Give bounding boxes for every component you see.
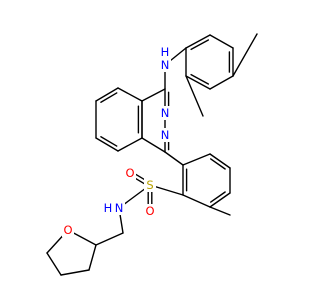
atom-label-nh: N — [161, 58, 170, 72]
atom-background — [144, 178, 156, 192]
atom-label-o2: O — [145, 204, 154, 218]
bond-r3-r4-inner — [210, 191, 226, 203]
bond-r2-r3 — [182, 194, 211, 208]
bond-c1-r1 — [164, 151, 184, 166]
atom-hydrogen-nh2: H — [104, 201, 113, 215]
bonds-layer — [46, 33, 258, 276]
bond-b3-b4-inner — [100, 136, 118, 147]
bond-ch2-t1 — [95, 232, 124, 246]
atom-nh: NH — [159, 45, 171, 72]
atom-n2: N — [159, 128, 171, 142]
atom-background — [159, 106, 171, 120]
atom-background — [124, 166, 136, 180]
bond-r5-r6-inner — [210, 158, 226, 170]
bond-t3-t4 — [46, 252, 62, 276]
atom-background — [160, 45, 170, 59]
atom-o2: O — [144, 204, 156, 218]
atom-label-o1: O — [125, 166, 134, 180]
atom-label-n3: N — [161, 106, 170, 120]
bond-a5-a6 — [185, 75, 211, 90]
bond-a1-a2 — [185, 34, 211, 49]
bond-r5-r6 — [209, 153, 231, 169]
bond-r3-r4 — [209, 192, 231, 208]
bond-b3-b4 — [95, 137, 119, 152]
bond-a2-a3 — [209, 34, 234, 49]
bond-c1-c8a — [141, 137, 166, 153]
atom-o1: O — [124, 166, 136, 180]
atom-o3: O — [62, 223, 74, 237]
atom-label-nh2: N — [115, 201, 124, 215]
atom-label-s: S — [146, 178, 153, 192]
bond-c4a-b1 — [117, 87, 143, 102]
atom-s: S — [144, 178, 156, 192]
bond-b1-b2 — [95, 87, 119, 102]
atom-label-n2: N — [161, 128, 170, 142]
bond-a4-me4 — [232, 33, 258, 77]
atom-background — [144, 204, 156, 218]
bond-b1-b2-inner — [100, 92, 118, 103]
atom-nh2: NH — [103, 201, 125, 215]
bond-a6-me6 — [185, 75, 204, 117]
bond-t1-t2 — [88, 244, 97, 271]
bond-a4-a5 — [209, 75, 234, 90]
atom-hydrogen-nh: H — [161, 45, 170, 59]
atom-label-o3: O — [63, 223, 72, 237]
atom-background — [103, 201, 113, 215]
atom-background — [159, 128, 171, 142]
bond-c4a-c4 — [141, 88, 166, 102]
atom-background — [62, 223, 74, 237]
atom-background — [159, 58, 171, 72]
bond-t2-t3 — [60, 269, 90, 276]
bond-b4-c8a — [117, 137, 143, 152]
bond-a1-a2-inner — [190, 39, 210, 51]
bond-a5-a6-inner — [190, 73, 210, 85]
atom-n3: N — [159, 106, 171, 120]
bond-r6-r1 — [182, 153, 211, 166]
bond-r3-me2 — [209, 206, 231, 216]
atom-background — [113, 201, 125, 215]
